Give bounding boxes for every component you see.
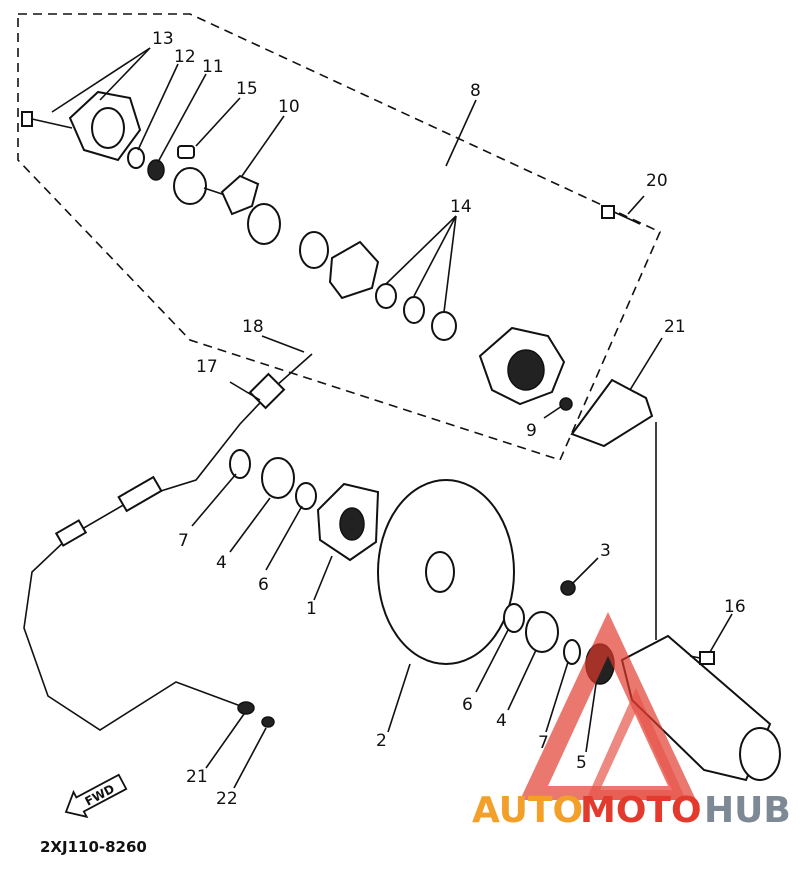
- hub-1: [316, 482, 380, 562]
- callout-15: 15: [236, 79, 258, 99]
- assembly-boundary: [17, 13, 662, 461]
- callout-16: 17: [196, 357, 218, 377]
- plate-10: [220, 174, 260, 216]
- oring-14a: [375, 283, 397, 309]
- brake-disc-2: [377, 479, 515, 665]
- callout-14: 14: [450, 197, 472, 217]
- callout-1: 1: [306, 599, 317, 619]
- bolt-19: [601, 205, 641, 225]
- callout-7b: 7: [538, 733, 549, 753]
- callout-6a: 6: [258, 575, 269, 595]
- leader-lines: [51, 47, 733, 789]
- watermark-logo: [520, 612, 696, 800]
- watermark-text: AUTO MOTO HUB: [472, 790, 791, 831]
- watermark-part-a: AUTO: [472, 790, 583, 831]
- callout-8: 8: [470, 81, 481, 101]
- callouts: 13 12 11 15 10 8 14 20 21 18 17 9 7 4 6 …: [152, 29, 746, 809]
- ring-7-left: [229, 449, 251, 479]
- housing-cover: [68, 90, 142, 162]
- ring-6-left: [295, 482, 317, 510]
- seal-4-left: [261, 457, 295, 499]
- watermark-part-b: MOTO: [580, 790, 702, 831]
- bolt-18: [689, 651, 715, 665]
- callout-18: 16: [724, 597, 746, 617]
- pin-15: [177, 145, 195, 159]
- callout-13: 13: [152, 29, 174, 49]
- callout-11: 11: [202, 57, 224, 77]
- callout-2: 2: [376, 731, 387, 751]
- ring-7-right: [563, 639, 581, 665]
- callout-19: 20: [646, 171, 668, 191]
- seal-11: [147, 159, 165, 181]
- bearing: [299, 231, 329, 269]
- bolt-13: [21, 111, 73, 129]
- cable-16: [23, 353, 313, 731]
- bracket-20: [570, 378, 654, 448]
- bolt-9: [559, 397, 573, 411]
- callout-21: 21: [186, 767, 208, 787]
- callout-12: 12: [174, 47, 196, 67]
- watermark-part-c: HUB: [704, 790, 791, 831]
- gear-wheel: [247, 203, 281, 245]
- callout-9: 9: [526, 421, 537, 441]
- gasket-cover: [328, 240, 380, 300]
- washer-12: [127, 147, 145, 169]
- callout-5: 5: [576, 753, 587, 773]
- bolt-3: [560, 580, 576, 596]
- callout-10: 10: [278, 97, 300, 117]
- callout-4a: 4: [216, 553, 227, 573]
- fwd-arrow: FWD: [64, 773, 128, 819]
- gearbox-housing: [478, 326, 566, 406]
- callout-4b: 4: [496, 711, 507, 731]
- oring-14c: [431, 311, 457, 341]
- drawing-code: 2XJ110-8260: [40, 838, 147, 856]
- axle-housing: [620, 422, 781, 782]
- callout-17: 18: [242, 317, 264, 337]
- callout-6b: 6: [462, 695, 473, 715]
- ring-6-right: [503, 603, 525, 633]
- callout-20: 21: [664, 317, 686, 337]
- callout-22: 22: [216, 789, 238, 809]
- callout-3: 3: [600, 541, 611, 561]
- callout-7a: 7: [178, 531, 189, 551]
- oring-14b: [403, 296, 425, 324]
- gear-shaft: [173, 167, 229, 205]
- seal-4-right: [525, 611, 559, 653]
